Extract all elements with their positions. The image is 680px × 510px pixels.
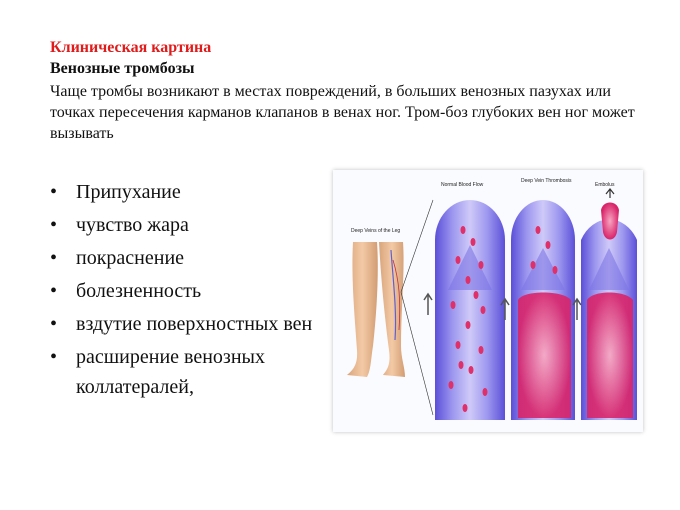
thrombosis-illustration: Deep Veins of the Leg Normal Blood Flow	[333, 170, 643, 432]
list-item-text: расширение венозных коллатералей,	[76, 346, 265, 398]
illustration-svg: Deep Veins of the Leg Normal Blood Flow	[347, 178, 637, 420]
panel-label-normal: Normal Blood Flow	[441, 182, 484, 188]
panel-label-embolus: Embolus	[595, 182, 615, 188]
slide-heading: Клиническая картина Венозные тромбозы Ча…	[50, 37, 650, 144]
slide-description: Чаще тромбы возникают в местах поврежден…	[50, 83, 635, 142]
slide-title: Клиническая картина	[50, 39, 212, 56]
list-item-text: чувство жара	[76, 214, 189, 236]
symptom-list: Припухание чувство жара покраснение боле…	[50, 177, 330, 405]
list-item: чувство жара	[50, 210, 330, 240]
slide-subtitle: Венозные тромбозы	[50, 60, 195, 77]
list-item: покраснение	[50, 243, 330, 273]
list-item-text: Припухание	[76, 181, 181, 203]
dvt-panel: Deep Vein Thrombosis	[500, 178, 575, 420]
normal-flow-panel: Normal Blood Flow	[423, 182, 505, 420]
list-item: вздутие поверхностных вен	[50, 309, 330, 339]
panel-label-dvt: Deep Vein Thrombosis	[521, 178, 572, 184]
list-item: расширение венозных коллатералей,	[50, 342, 330, 402]
list-item-text: болезненность	[76, 280, 202, 302]
leg-label: Deep Veins of the Leg	[351, 228, 400, 234]
list-item: болезненность	[50, 276, 330, 306]
list-item-text: покраснение	[76, 247, 185, 269]
list-item: Припухание	[50, 177, 330, 207]
embolus-panel: Embolus	[572, 182, 637, 420]
leg-drawing: Deep Veins of the Leg	[347, 199, 434, 416]
list-item-text: вздутие поверхностных вен	[76, 313, 313, 335]
